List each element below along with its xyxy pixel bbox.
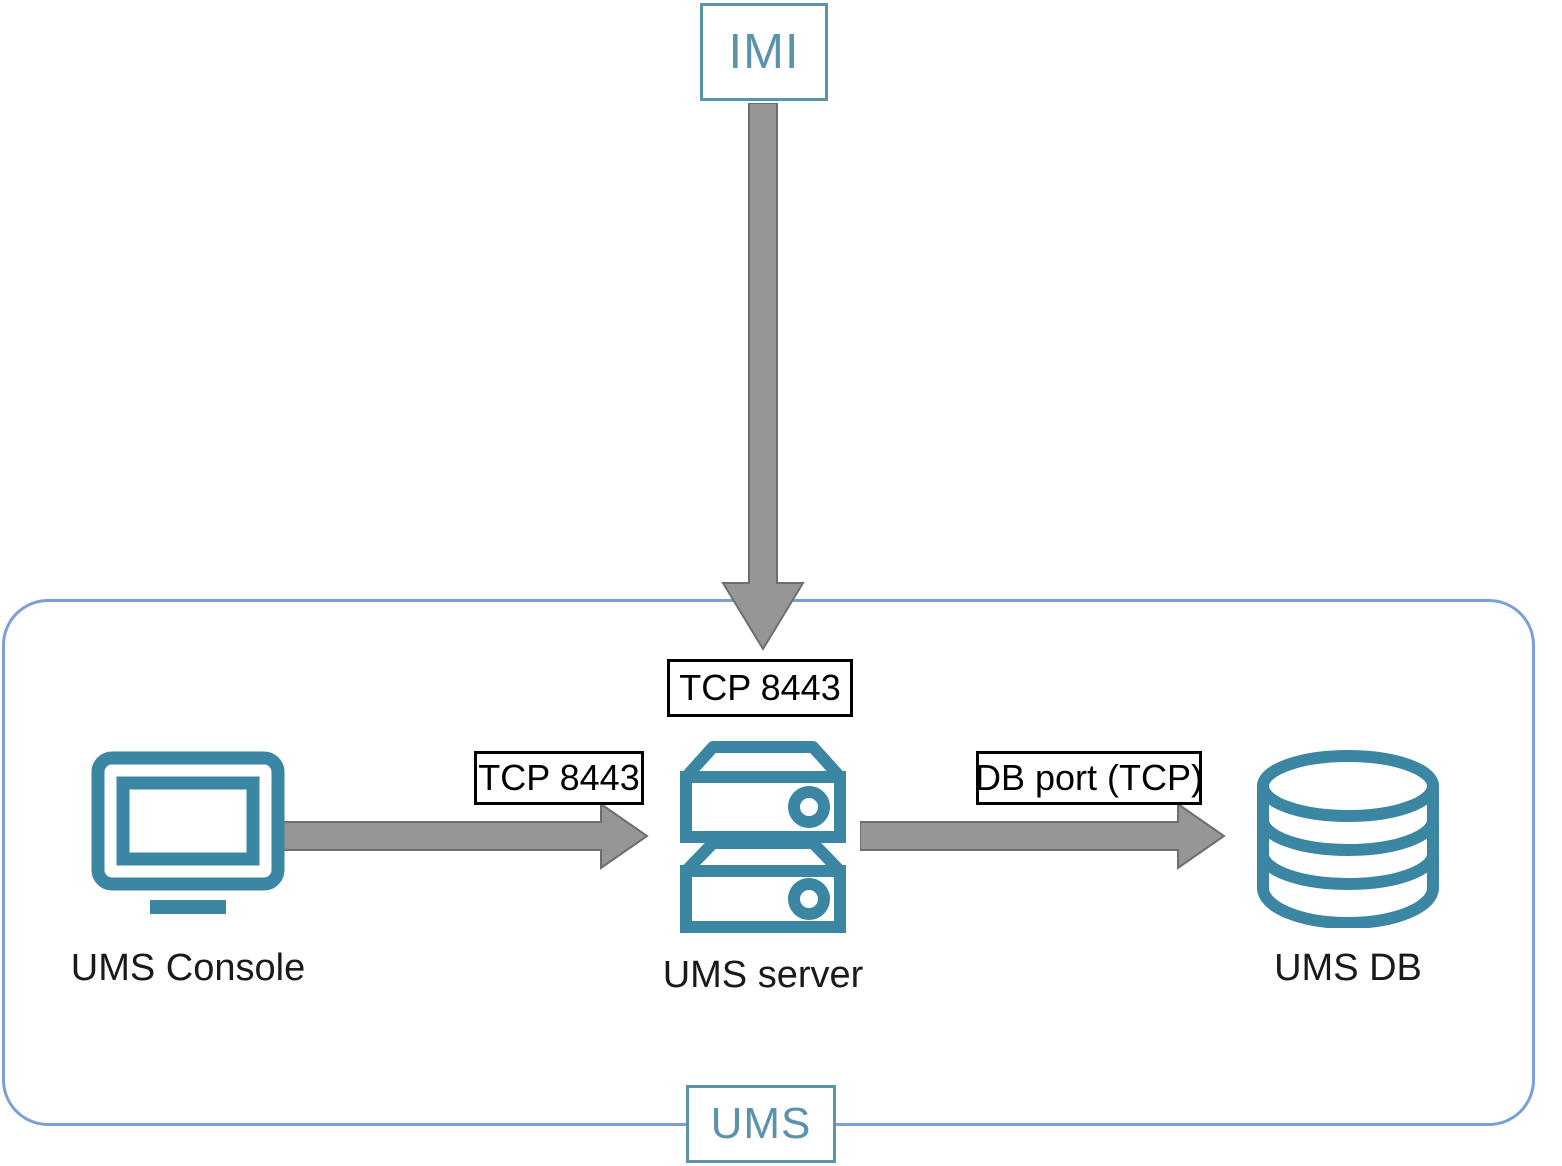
node-label-ums-console: UMS Console [70, 947, 306, 989]
port-label-server-to-db: DB port (TCP) [975, 751, 1203, 805]
zone-tag-imi: IMI [700, 3, 828, 101]
node-ums-db[interactable]: UMS DB [1160, 748, 1536, 990]
node-ums-console[interactable]: UMS Console [0, 748, 376, 990]
node-label-ums-db: UMS DB [1274, 947, 1422, 989]
database-cylinder-icon [1248, 748, 1448, 933]
connector-imi-to-server [706, 103, 820, 653]
connector-server-to-db [860, 802, 1226, 870]
connector-console-to-server [283, 802, 649, 870]
server-rack-icon [668, 735, 858, 940]
port-label-console-to-server: TCP 8443 [474, 751, 644, 805]
zone-tag-ums: UMS [686, 1085, 836, 1163]
port-label-imi-to-server: TCP 8443 [667, 659, 853, 717]
monitor-icon [88, 748, 288, 933]
node-label-ums-server: UMS server [662, 954, 864, 996]
node-ums-server[interactable]: UMS server [575, 735, 951, 997]
